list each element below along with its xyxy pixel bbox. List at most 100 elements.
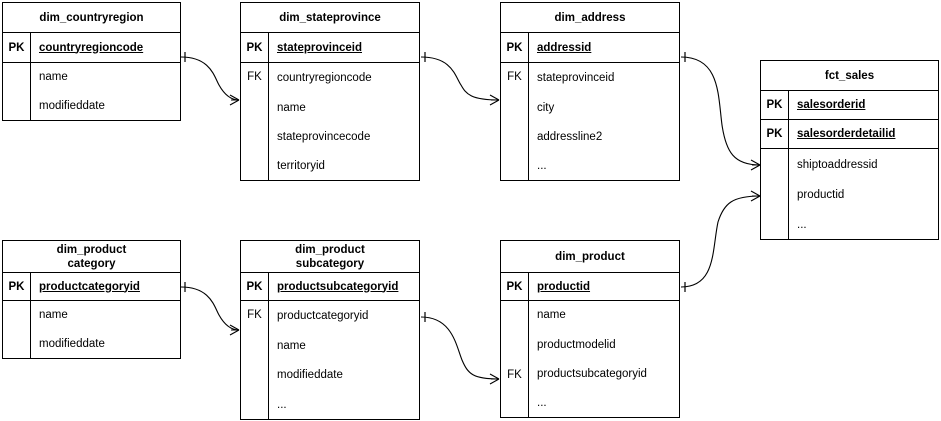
attribute-group-body: name modifieddate xyxy=(3,300,180,358)
attribute-name-ellipsis: ... xyxy=(797,218,807,231)
relationship-stateprovince-to-address xyxy=(420,52,500,106)
attribute-names-list: shiptoaddressid productid ... xyxy=(789,149,938,239)
entity-title-line: dim_product xyxy=(56,243,127,256)
entity-dim-address[interactable]: dim_address PK addressid FK stateprovinc… xyxy=(500,2,680,181)
attribute-row-pk[interactable]: PK salesorderid xyxy=(761,90,938,119)
attribute-row-pk[interactable]: PK stateprovinceid xyxy=(241,32,419,62)
key-badge-fk: FK xyxy=(241,301,269,419)
attribute-name-ellipsis: ... xyxy=(277,398,287,411)
attribute-group-body: FK stateprovinceid city addressline2 ... xyxy=(501,62,679,180)
attribute-row-pk[interactable]: PK productsubcategoryid xyxy=(241,272,419,300)
key-badge-fk: FK xyxy=(241,63,269,180)
attribute-name-productmodelid: productmodelid xyxy=(537,338,616,351)
attribute-group-body: FK productcategoryid name modifieddate .… xyxy=(241,300,419,419)
attribute-name-ellipsis: ... xyxy=(537,159,547,172)
entity-title-dim-productcategory: dim_product category xyxy=(3,241,180,272)
attribute-name-productid: productid xyxy=(797,189,845,201)
attribute-name-name: name xyxy=(277,339,306,352)
attribute-name-productcategoryid: productcategoryid xyxy=(39,280,140,293)
attribute-group-body: name modifieddate xyxy=(3,62,180,120)
attribute-name-countryregioncode: countryregioncode xyxy=(39,41,144,54)
attribute-names-list: name modifieddate xyxy=(31,301,180,358)
relationship-productsubcategory-to-product xyxy=(420,312,500,385)
attribute-group-body: shiptoaddressid productid ... xyxy=(761,148,938,239)
attribute-name-name: name xyxy=(39,309,68,322)
attribute-names-list: stateprovinceid city addressline2 ... xyxy=(529,63,679,180)
key-badge-pk: PK xyxy=(241,273,269,300)
entity-dim-stateprovince[interactable]: dim_stateprovince PK stateprovinceid FK … xyxy=(240,2,420,181)
key-badge-empty xyxy=(3,63,31,120)
entity-title-line: subcategory xyxy=(295,257,365,270)
attribute-name-countryregioncode: countryregioncode xyxy=(277,72,372,84)
attribute-name-productsubcategoryid: productsubcategoryid xyxy=(277,280,399,293)
attribute-name-ellipsis: ... xyxy=(537,396,547,409)
attribute-name-productid: productid xyxy=(537,280,591,293)
entity-fct-sales[interactable]: fct_sales PK salesorderid PK salesorderd… xyxy=(760,60,939,240)
attribute-group-body: FK countryregioncode name stateprovincec… xyxy=(241,62,419,180)
key-badge-fk: FK xyxy=(501,63,529,180)
attribute-name-addressid: addressid xyxy=(537,41,592,54)
relationship-address-to-fctsales xyxy=(680,52,761,171)
relationship-product-to-fctsales xyxy=(680,190,761,292)
attribute-name-stateprovincecode: stateprovincecode xyxy=(277,130,371,143)
attribute-name-shiptoaddressid: shiptoaddressid xyxy=(797,158,878,171)
key-badge-fk-label: FK xyxy=(247,309,262,321)
attribute-names-list: productcategoryid name modifieddate ... xyxy=(269,301,419,419)
key-badge-pk: PK xyxy=(501,273,529,300)
attribute-names-list: name productmodelid productsubcategoryid… xyxy=(529,301,679,417)
entity-title-line: dim_product xyxy=(295,243,365,256)
attribute-name-modifieddate: modifieddate xyxy=(277,369,343,382)
key-badge-fk-label: FK xyxy=(507,369,522,381)
entity-title-line: dim_stateprovince xyxy=(279,11,381,24)
attribute-row-pk[interactable]: PK addressid xyxy=(501,32,679,62)
attribute-name-productcategoryid: productcategoryid xyxy=(277,309,369,322)
key-badge-fk-label: FK xyxy=(507,71,522,83)
attribute-name-stateprovinceid: stateprovinceid xyxy=(277,41,362,54)
entity-dim-productcategory[interactable]: dim_product category PK productcategoryi… xyxy=(2,240,181,359)
attribute-name-stateprovinceid: stateprovinceid xyxy=(537,72,615,84)
key-badge-empty xyxy=(3,301,31,358)
entity-title-line: fct_sales xyxy=(824,69,875,82)
entity-title-dim-countryregion: dim_countryregion xyxy=(3,3,180,32)
attribute-name-name: name xyxy=(39,71,68,84)
entity-dim-product[interactable]: dim_product PK productid FK name product… xyxy=(500,240,680,418)
key-badge-empty xyxy=(761,149,789,239)
entity-title-dim-address: dim_address xyxy=(501,3,679,32)
attribute-group-body: FK name productmodelid productsubcategor… xyxy=(501,300,679,417)
attribute-name-territoryid: territoryid xyxy=(277,159,325,172)
attribute-name-name: name xyxy=(277,101,306,114)
entity-title-line: dim_product xyxy=(555,250,625,263)
attribute-name-addressline2: addressline2 xyxy=(537,130,603,143)
attribute-name-name: name xyxy=(537,309,566,322)
key-badge-pk: PK xyxy=(761,120,789,148)
attribute-name-modifieddate: modifieddate xyxy=(39,337,105,350)
key-badge-pk: PK xyxy=(761,91,789,119)
entity-dim-countryregion[interactable]: dim_countryregion PK countryregioncode n… xyxy=(2,2,181,121)
key-badge-fk: FK xyxy=(501,301,529,417)
relationship-productcategory-to-productsubcategory xyxy=(180,282,240,336)
entity-title-fct-sales: fct_sales xyxy=(761,61,938,90)
attribute-row-pk[interactable]: PK productid xyxy=(501,272,679,300)
key-badge-pk: PK xyxy=(3,33,31,62)
attribute-row-pk[interactable]: PK productcategoryid xyxy=(3,272,180,300)
entity-dim-productsubcategory[interactable]: dim_product subcategory PK productsubcat… xyxy=(240,240,420,420)
attribute-names-list: countryregioncode name stateprovincecode… xyxy=(269,63,419,180)
key-badge-fk-label: FK xyxy=(247,71,262,83)
attribute-name-modifieddate: modifieddate xyxy=(39,99,105,112)
entity-title-dim-stateprovince: dim_stateprovince xyxy=(241,3,419,32)
attribute-row-pk[interactable]: PK countryregioncode xyxy=(3,32,180,62)
relationship-countryregion-to-stateprovince xyxy=(180,52,240,106)
key-badge-pk: PK xyxy=(3,273,31,300)
entity-title-line: dim_countryregion xyxy=(39,11,144,24)
attribute-names-list: name modifieddate xyxy=(31,63,180,120)
attribute-row-pk[interactable]: PK salesorderdetailid xyxy=(761,119,938,148)
attribute-name-city: city xyxy=(537,101,555,114)
entity-title-dim-product: dim_product xyxy=(501,241,679,272)
key-badge-pk: PK xyxy=(241,33,269,62)
entity-title-dim-productsubcategory: dim_product subcategory xyxy=(241,241,419,272)
attribute-name-salesorderid: salesorderid xyxy=(797,99,866,111)
entity-title-line: category xyxy=(67,257,116,270)
attribute-name-productsubcategoryid: productsubcategoryid xyxy=(537,367,647,380)
key-badge-pk: PK xyxy=(501,33,529,62)
